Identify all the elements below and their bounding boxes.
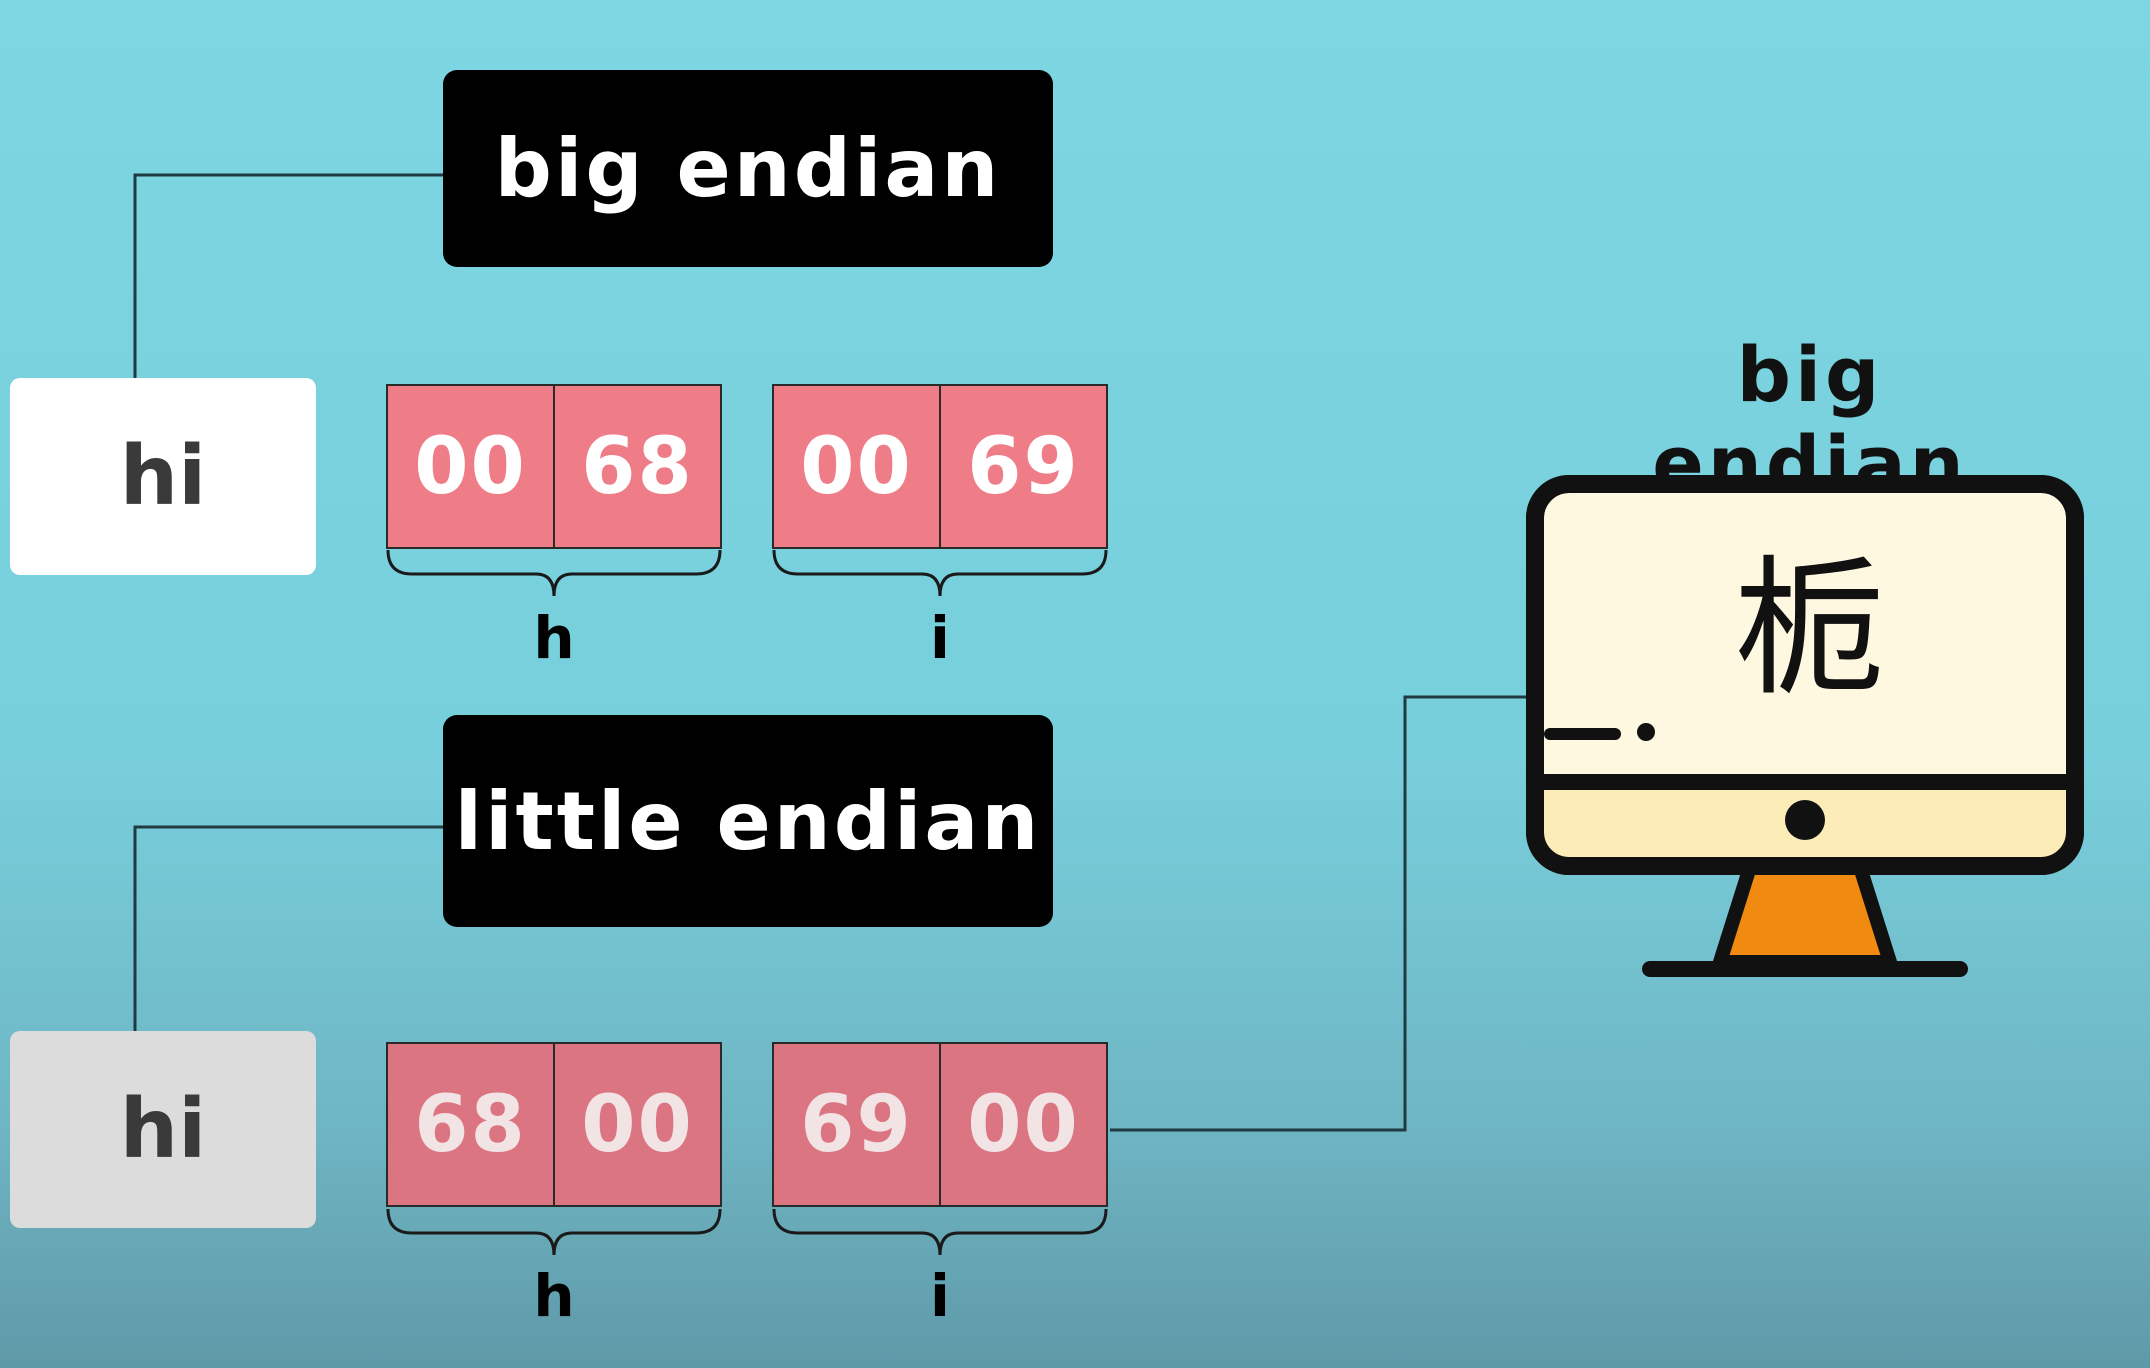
char-label-h: h: [533, 1262, 575, 1330]
byte-cell: 68: [553, 386, 720, 547]
char-label-i: i: [930, 1262, 950, 1330]
brace-i-big-endian: [772, 549, 1108, 597]
byte-cell: 69: [939, 386, 1106, 547]
byte-cell: 69: [800, 1079, 913, 1170]
brace-h-big-endian: [386, 549, 722, 597]
char-label-i: i: [930, 604, 950, 672]
connector-little-endian: [133, 825, 443, 1031]
byte-pair-i-big-endian: 00 69: [772, 384, 1108, 549]
big-endian-label: big endian: [443, 70, 1053, 267]
char-label-h: h: [533, 604, 575, 672]
brace-h-little-endian: [386, 1208, 722, 1256]
connector-big-endian: [133, 173, 443, 378]
brace-i-little-endian: [772, 1208, 1108, 1256]
word-hi-big-endian: hi: [10, 378, 316, 575]
byte-cell: 00: [939, 1044, 1106, 1205]
screen-character: 栀: [1734, 543, 1885, 717]
little-endian-label: little endian: [443, 715, 1053, 927]
word-hi-little-endian: hi: [10, 1031, 316, 1228]
byte-cell: 00: [800, 421, 913, 512]
byte-cell: 00: [553, 1044, 720, 1205]
connector-to-computer: [1110, 695, 1530, 1132]
byte-cell: 00: [414, 421, 527, 512]
desktop-monitor-icon: [1526, 475, 2084, 977]
byte-pair-i-little-endian: 69 00: [772, 1042, 1108, 1207]
byte-pair-h-little-endian: 68 00: [386, 1042, 722, 1207]
byte-cell: 68: [414, 1079, 527, 1170]
byte-pair-h-big-endian: 00 68: [386, 384, 722, 549]
